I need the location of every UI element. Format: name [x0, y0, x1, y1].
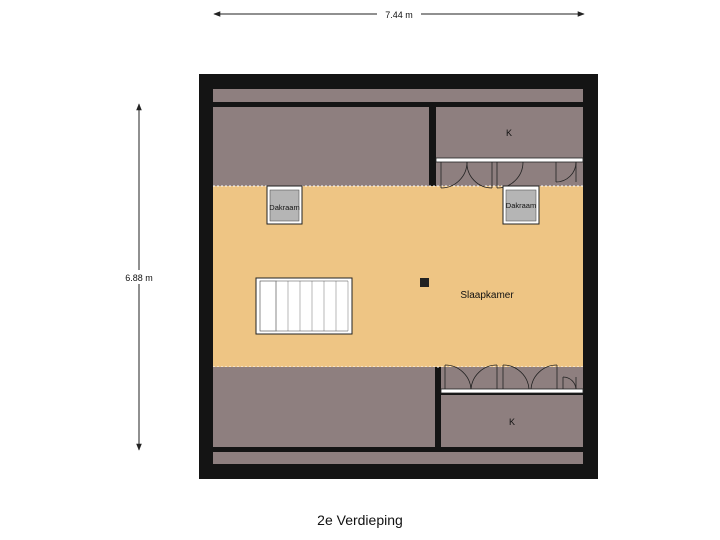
main-room-label: Slaapkamer [460, 290, 514, 301]
closet-top-doors [435, 157, 584, 189]
closet-bottom-wall [435, 390, 441, 448]
closet-bottom-doors [440, 364, 584, 394]
height-dimension: 6.88 m [120, 103, 160, 451]
attic-strip-bottom [213, 452, 583, 464]
attic-area-top-left [213, 107, 429, 186]
width-label: 7.44 m [385, 10, 413, 20]
closet-bottom-doorstrip [441, 367, 583, 392]
floor-title: 2e Verdieping [317, 512, 403, 528]
skylight-right: Dakraam [502, 185, 540, 225]
staircase [255, 277, 353, 335]
attic-area-bottom-left [213, 367, 435, 447]
closet-top [436, 107, 583, 162]
closet-bottom-label: K [509, 417, 515, 427]
closet-top-label: K [506, 128, 512, 138]
skylight-right-label: Dakraam [506, 201, 536, 210]
closet-bottom [441, 395, 583, 447]
skylight-left: Dakraam [266, 185, 303, 225]
closet-top-wall [429, 104, 436, 164]
closet-top-doorstrip [436, 162, 583, 186]
height-label: 6.88 m [125, 273, 153, 283]
attic-strip-top [213, 89, 583, 102]
width-dimension: 7.44 m [213, 7, 585, 21]
chimney-duct [420, 278, 429, 287]
skylight-left-label: Dakraam [269, 203, 299, 212]
